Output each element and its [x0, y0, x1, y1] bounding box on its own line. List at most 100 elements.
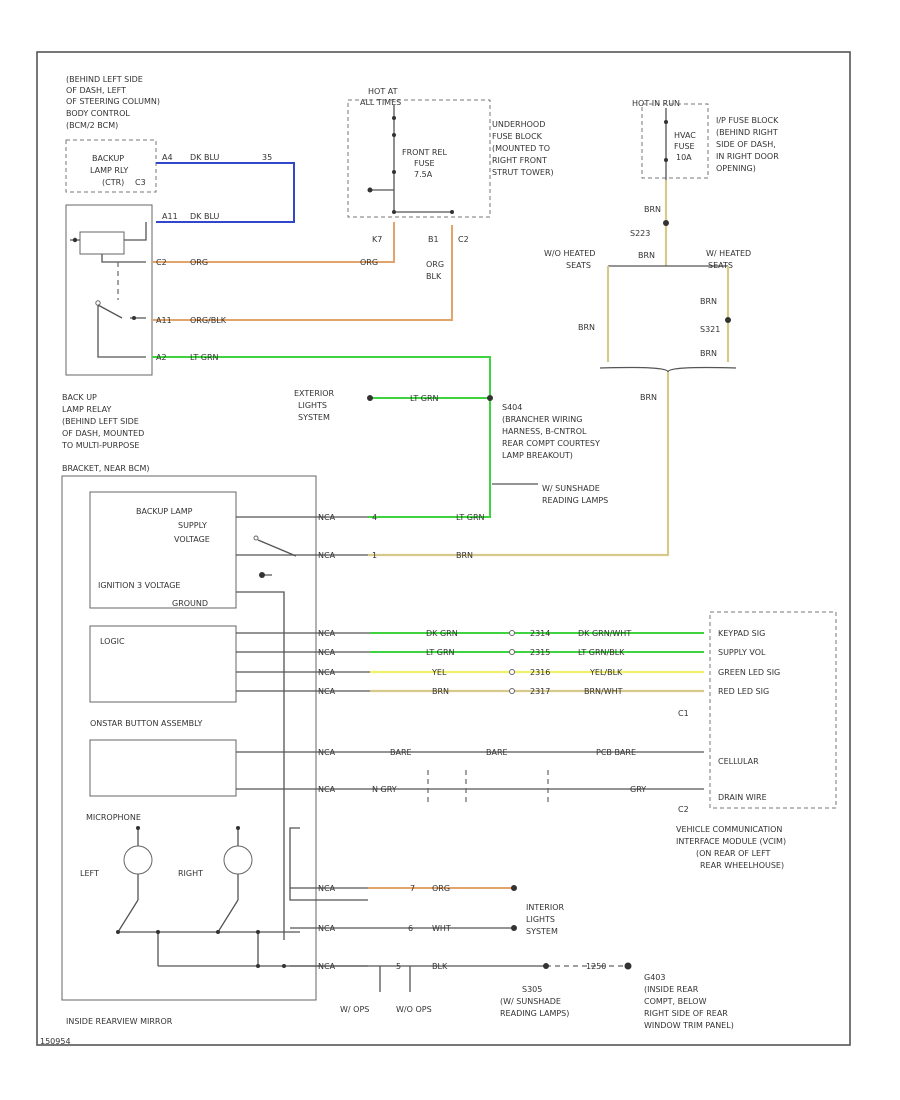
logic2-conn: NCA [318, 648, 336, 657]
wire-c2-color: ORG [190, 258, 208, 267]
bcm-blue-wires: A4 DK BLU 35 A11 DK BLU [156, 153, 295, 223]
logic3-conn: NCA [318, 668, 336, 677]
relay-label-4: OF DASH, MOUNTED [62, 429, 144, 438]
mic-left-label: LEFT [80, 869, 99, 878]
vcim-green-led: GREEN LED SIG [718, 668, 780, 677]
g403-label-5: WINDOW TRIM PANEL) [644, 1021, 734, 1030]
ip-fuse-label-1: I/P FUSE BLOCK [716, 116, 779, 125]
vcim-label-1: VEHICLE COMMUNICATION [676, 825, 782, 834]
wire-a4-circuit: 35 [262, 153, 272, 162]
cell-color: BARE [390, 748, 412, 757]
mirror-supply-conn: NCA [318, 513, 336, 522]
relay-label-3: (BEHIND LEFT SIDE [62, 417, 139, 426]
g403-label-3: COMPT, BELOW [644, 997, 707, 1006]
vcim-cellular: CELLULAR [718, 757, 759, 766]
wire-c2-pin: C2 [156, 258, 167, 267]
s404-label-1: S404 [502, 403, 522, 412]
wo-heated-label-2: SEATS [566, 261, 591, 270]
brn-label-2: BRN [638, 251, 655, 260]
relay-label-6: BRACKET, NEAR BCM) [62, 464, 149, 473]
wire-a11-color: DK BLU [190, 212, 219, 221]
underhood-label-2: FUSE BLOCK [492, 132, 543, 141]
logic2-circuit: 2315 [530, 648, 550, 657]
gnd2-circuit: 1250 [586, 962, 606, 971]
interior-label-1: INTERIOR [526, 903, 565, 912]
int-conn: NCA [318, 884, 336, 893]
drain-color2: GRY [630, 785, 646, 794]
vcim-c1: C1 [678, 709, 689, 718]
bcm-location-2: OF DASH, LEFT [66, 86, 126, 95]
onstar-label: ONSTAR BUTTON ASSEMBLY [90, 719, 202, 728]
logic1-color2: DK GRN/WHT [578, 629, 631, 638]
relay-label-1: BACK UP [62, 393, 97, 402]
brn-label-4: BRN [700, 297, 717, 306]
fuse-label-1: FRONT REL [402, 148, 447, 157]
w-ops-label: W/ OPS [340, 1005, 369, 1014]
exterior-lights-label: EXTERIOR LIGHTS SYSTEM [294, 389, 335, 422]
bcm-box [65, 139, 157, 193]
ground-label: GROUND [172, 599, 208, 608]
hvac-label-3: 10A [676, 153, 692, 162]
cell-color3: PCB BARE [596, 748, 636, 757]
mirror-ign-color: BRN [456, 551, 473, 560]
ip-fuse-label-5: OPENING) [716, 164, 756, 173]
logic2-color2: LT GRN/BLK [578, 648, 625, 657]
logic1-circuit: 2314 [530, 629, 550, 638]
logic-label: LOGIC [100, 637, 125, 646]
bcm-connector-c3: C3 [135, 178, 146, 187]
mirror-ign-pin: 1 [372, 551, 377, 560]
gnd2-color: BLK [432, 962, 448, 971]
s404-label: S404 (BRANCHER WIRING HARNESS, B-CNTROL … [492, 403, 608, 505]
gnd1-color: WHT [432, 924, 451, 933]
wire-a2-color: LT GRN [190, 353, 219, 362]
wo-ops-label: W/O OPS [396, 1005, 432, 1014]
underhood-fuse-box [347, 99, 491, 218]
footer-code: 150954 [40, 1037, 71, 1046]
logic3-circuit: 2316 [530, 668, 550, 677]
brn-label-1: BRN [644, 205, 661, 214]
relay-location-label: BACK UP LAMP RELAY (BEHIND LEFT SIDE OF … [61, 393, 149, 473]
s223-label: S223 [630, 229, 650, 238]
int-pin: 7 [410, 884, 415, 893]
gnd1-conn: NCA [318, 924, 336, 933]
pin-b1: B1 [428, 235, 439, 244]
logic2-color: LT GRN [426, 648, 455, 657]
fuse-label-3: 7.5A [414, 170, 433, 179]
logic4-circuit: 2317 [530, 687, 550, 696]
mirror-ign-conn: NCA [318, 551, 336, 560]
logic3-color: YEL [431, 668, 447, 677]
ip-fuse-label-3: SIDE OF DASH, [716, 140, 776, 149]
exterior-label-3: SYSTEM [298, 413, 330, 422]
brn-label-6: BRN [640, 393, 657, 402]
microphone-label: MICROPHONE [86, 813, 141, 822]
w-heated-label-1: W/ HEATED [706, 249, 751, 258]
underhood-fuse-block: HOT AT ALL TIMES FRONT REL FUSE 7.5A UND… [347, 87, 554, 281]
vcim-box [709, 611, 837, 809]
exterior-label-2: LIGHTS [298, 401, 327, 410]
logic4-color: BRN [432, 687, 449, 696]
relay-label-2: LAMP RELAY [62, 405, 111, 414]
hvac-label-2: FUSE [674, 142, 695, 151]
vcim-label-3: (ON REAR OF LEFT [696, 849, 771, 858]
brn-label-3: BRN [578, 323, 595, 332]
underhood-label-1: UNDERHOOD [492, 120, 545, 129]
wire-a4-color: DK BLU [190, 153, 219, 162]
g403-label-1: G403 [644, 973, 665, 982]
gnd2-conn: NCA [318, 962, 336, 971]
org-label: ORG [426, 260, 444, 269]
backup-supply-3: VOLTAGE [174, 535, 210, 544]
s404-label-4: REAR COMPT COURTESY [502, 439, 600, 448]
bcm-name-2: (BCM/2 BCM) [66, 121, 118, 130]
relay-box [65, 204, 153, 376]
sunshade-label-1: W/ SUNSHADE [542, 484, 600, 493]
s305-label-3: READING LAMPS) [500, 1009, 569, 1018]
wire-a11b-pin: A11 [156, 316, 172, 325]
interior-label-2: LIGHTS [526, 915, 555, 924]
cellular-wires: NCA BARE BARE PCB BARE NCA N GRY GRY [236, 748, 704, 806]
rearview-mirror: BACKUP LAMP SUPPLY VOLTAGE IGNITION 3 VO… [61, 475, 368, 1026]
wire-a11b-color: ORG/BLK [190, 316, 227, 325]
onstar-section [89, 739, 237, 797]
vcim-keypad: KEYPAD SIG [718, 629, 765, 638]
underhood-label-4: RIGHT FRONT [492, 156, 547, 165]
